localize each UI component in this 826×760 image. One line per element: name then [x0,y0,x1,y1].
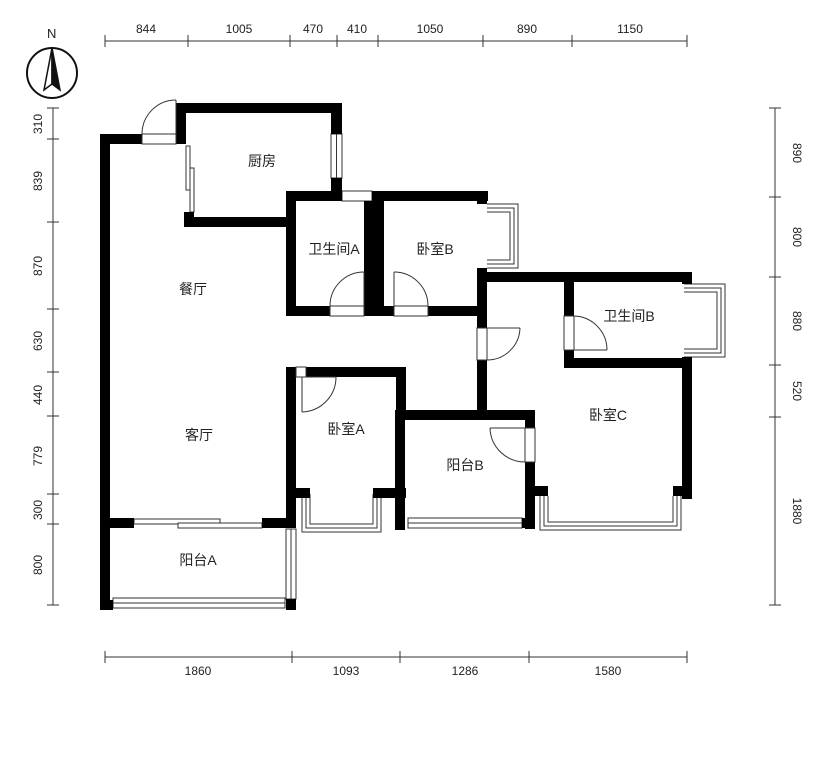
bay-windows [301,203,726,533]
kitchen-sliding-door [185,145,195,213]
room-label-bath-a: 卫生间A [308,241,360,257]
room-label-bed-c: 卧室C [589,407,627,423]
dim-right-4: 520 [790,381,804,401]
dim-top-7: 1150 [617,22,643,36]
dim-top-3: 470 [303,22,323,36]
room-label-balcony-b: 阳台B [446,457,483,473]
sliding-door [133,518,263,529]
room-label-balcony-a: 阳台A [179,552,217,568]
room-label-kitchen: 厨房 [248,153,276,169]
windows [112,133,523,609]
dim-left-8: 800 [31,555,45,575]
dim-right-5: 1880 [790,498,804,525]
dim-left-6: 779 [31,446,45,466]
north-label: N [47,26,56,41]
dim-right-1: 890 [790,143,804,163]
bottom-dimension-line [104,651,688,663]
dim-top-6: 890 [517,22,537,36]
doors [141,99,608,463]
dim-left-1: 310 [31,114,45,134]
room-label-living: 客厅 [185,427,213,443]
dim-right-3: 880 [790,311,804,331]
dim-left-2: 839 [31,171,45,191]
dim-left-7: 300 [31,500,45,520]
dim-top-5: 1050 [417,22,444,36]
room-label-bed-a: 卧室A [327,421,365,437]
room-label-bath-b: 卫生间B [603,308,654,324]
dim-left-5: 440 [31,385,45,405]
room-label-bed-b: 卧室B [416,241,453,257]
dim-left-4: 630 [31,331,45,351]
right-dimension-line [769,107,781,606]
dim-top-1: 844 [136,22,156,36]
top-dimension-line [104,35,688,47]
dim-right-2: 800 [790,227,804,247]
dim-top-2: 1005 [226,22,253,36]
left-dimension-line [47,107,59,606]
dim-bottom-4: 1580 [595,664,622,678]
room-label-dining: 餐厅 [179,281,207,297]
dim-bottom-3: 1286 [452,664,479,678]
dim-left-3: 870 [31,256,45,276]
north-arrow-icon [26,47,78,99]
dim-top-4: 410 [347,22,367,36]
dim-bottom-2: 1093 [333,664,360,678]
dim-bottom-1: 1860 [185,664,212,678]
walls [100,103,692,610]
